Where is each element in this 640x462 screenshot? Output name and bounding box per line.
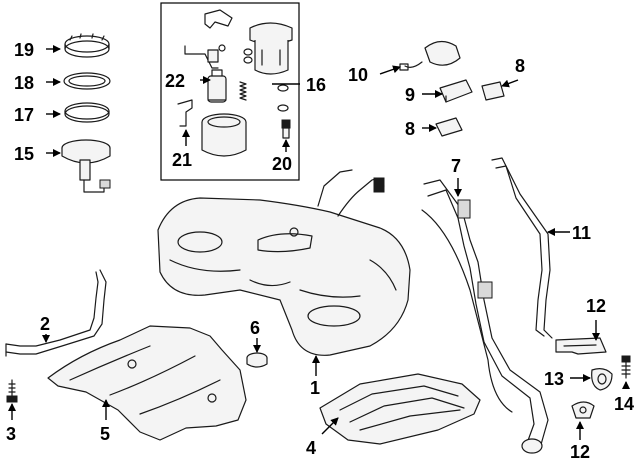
part-drain-plug[interactable] <box>246 352 268 368</box>
part-clip-12-top[interactable] <box>555 337 607 355</box>
part-pump-housing-top[interactable] <box>249 22 293 75</box>
callout-labels: 19 18 17 15 2 3 5 6 1 4 7 10 9 8 8 11 12… <box>6 40 634 462</box>
part-fuel-pump[interactable] <box>207 69 227 103</box>
part-fuel-tank[interactable] <box>157 169 411 356</box>
callout-8-bottom: 8 <box>405 119 415 139</box>
part-clip-12-bottom[interactable] <box>571 401 595 419</box>
part-pump-strainer-holder[interactable] <box>177 99 193 127</box>
callout-12-bottom: 12 <box>570 442 590 462</box>
callout-21: 21 <box>172 150 192 170</box>
callout-8-top: 8 <box>515 56 525 76</box>
part-pump-spring[interactable] <box>239 81 247 101</box>
callout-16: 16 <box>306 75 326 95</box>
part-fuel-level-sender[interactable] <box>61 139 111 193</box>
callout-18: 18 <box>14 73 34 93</box>
callout-17: 17 <box>14 105 34 125</box>
part-bracket-8-top[interactable] <box>481 81 505 101</box>
callout-4: 4 <box>306 438 316 458</box>
callout-10: 10 <box>348 65 368 85</box>
callout-2: 2 <box>40 314 50 334</box>
callout-3: 3 <box>6 424 16 444</box>
callout-22: 22 <box>165 71 185 91</box>
part-pump-bracket[interactable] <box>184 44 226 69</box>
part-strap-bolt[interactable] <box>6 379 18 403</box>
callout-20: 20 <box>272 154 292 174</box>
part-pressure-regulator[interactable] <box>281 119 291 139</box>
part-fuel-cap[interactable] <box>399 40 461 71</box>
part-pump-reservoir[interactable] <box>201 113 247 157</box>
part-bolt-14[interactable] <box>621 355 631 379</box>
part-heat-shield[interactable] <box>47 325 247 441</box>
callout-14: 14 <box>614 394 634 414</box>
callout-12-top: 12 <box>586 296 606 316</box>
callout-11: 11 <box>572 223 591 243</box>
part-bushing-13[interactable] <box>591 368 613 391</box>
part-lock-ring[interactable] <box>64 33 110 58</box>
callout-1: 1 <box>310 378 320 398</box>
part-filler-pipe[interactable] <box>423 179 549 454</box>
part-pump-clip[interactable] <box>204 9 233 29</box>
part-gasket[interactable] <box>63 72 111 90</box>
part-evap-line[interactable] <box>421 209 513 413</box>
part-bracket-8-bottom[interactable] <box>435 117 463 137</box>
part-vent-hose[interactable] <box>491 157 553 339</box>
part-filler-clip-9[interactable] <box>439 79 473 103</box>
callout-9: 9 <box>405 85 415 105</box>
callout-7: 7 <box>451 156 461 176</box>
part-seal[interactable] <box>64 102 110 123</box>
callout-5: 5 <box>100 424 110 444</box>
callout-13: 13 <box>544 369 564 389</box>
callout-19: 19 <box>14 40 34 60</box>
part-tank-strap[interactable] <box>5 269 107 357</box>
callout-6: 6 <box>250 318 260 338</box>
leader-lines <box>8 45 630 440</box>
part-small-seals[interactable] <box>243 48 289 112</box>
pump-module-inset-frame <box>160 2 300 181</box>
part-skid-plate[interactable] <box>319 373 481 445</box>
callout-15: 15 <box>14 144 34 164</box>
